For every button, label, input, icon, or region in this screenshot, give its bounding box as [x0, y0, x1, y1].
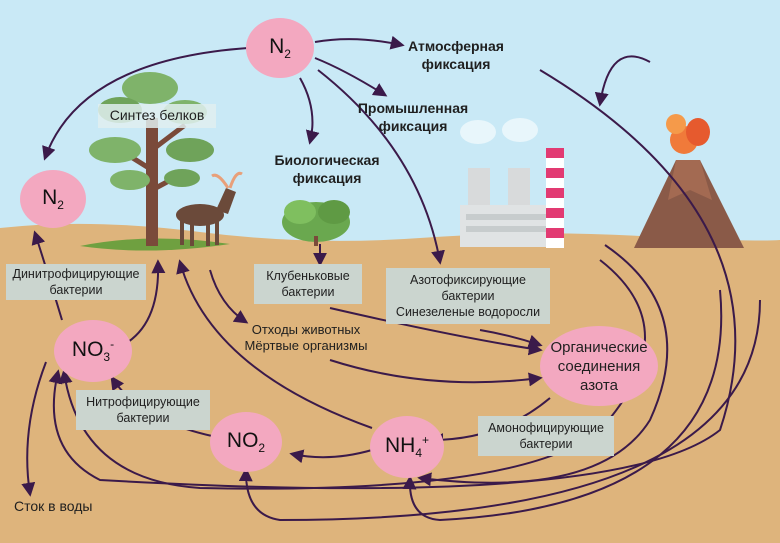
arrow-nh4-to-tree	[176, 259, 373, 429]
nitrogen-fixing-line2: бактерии	[441, 289, 495, 303]
nh4-node: NH4+	[370, 416, 444, 478]
nh4-sup: +	[422, 433, 430, 448]
deer-icon	[176, 171, 243, 246]
arrow-no3-to-tree	[127, 259, 166, 343]
atmospheric-fixation-label: Атмосферная фиксация	[404, 38, 508, 73]
no2-base: NO	[226, 428, 259, 452]
arrow-n2-to-industrial	[314, 57, 388, 97]
runoff-label: Сток в воды	[14, 498, 93, 514]
no3-sup: -	[110, 337, 115, 352]
nh4-base: NH	[384, 434, 416, 458]
arrow-nh4-to-no2	[289, 449, 373, 464]
atmospheric-line2: фиксация	[421, 55, 491, 72]
ammonifying-bacteria-box: Амонофицирующие бактерии	[478, 416, 614, 456]
n2-left-base: N	[42, 185, 58, 209]
arrow-atmos-to-no3	[48, 69, 737, 490]
nitrifying-bacteria-box: Нитрофицирующие бактерии	[76, 390, 210, 430]
industrial-fixation-label: Промышленная фиксация	[352, 100, 474, 135]
no3-base: NO	[71, 338, 104, 362]
nitrifying-line2: бактерии	[116, 411, 170, 425]
nitrogen-fixing-line1: Азотофиксирующие	[410, 273, 526, 287]
organic-line1: Органические	[550, 338, 648, 356]
industrial-line2: фиксация	[378, 117, 448, 134]
n2-atmosphere-node: N2	[246, 18, 314, 78]
organic-line2: соединения	[557, 357, 641, 375]
industrial-line1: Промышленная	[357, 100, 469, 116]
nodule-line2: бактерии	[281, 285, 335, 299]
ammonifying-line2: бактерии	[519, 437, 573, 451]
biological-line2: фиксация	[292, 169, 362, 186]
waste-line1: Отходы животных	[251, 322, 361, 337]
arrow-loop-to-nh4	[402, 289, 723, 522]
ammonifying-line1: Амонофицирующие	[488, 421, 604, 435]
denitrifying-bacteria-box: Динитрофицирующие бактерии	[6, 264, 146, 300]
no2-node: NO2	[210, 412, 282, 472]
denitrifying-line2: бактерии	[49, 283, 103, 297]
n2-released-node: N2	[20, 170, 86, 228]
nitrifying-line1: Нитрофицирующие	[86, 395, 200, 409]
arrow-tree-to-waste	[209, 269, 249, 324]
waste-line2: Мёртвые организмы	[244, 338, 368, 354]
nitrogen-fixing-bacteria-box: Азотофиксирующие бактерии Синезеленые во…	[386, 268, 550, 324]
animal-waste-label: Отходы животных Мёртвые организмы	[240, 322, 372, 355]
bush-icon	[282, 200, 350, 246]
arrow-volcano-loop	[594, 55, 651, 107]
arrow-loop-to-no2	[238, 299, 761, 522]
arrow-azoto-to-organic	[479, 329, 543, 349]
denitrifying-line1: Динитрофицирующие	[12, 267, 140, 281]
organic-line3: азота	[580, 376, 618, 394]
arrows	[21, 35, 761, 522]
arrow-nodule-to-organic	[329, 307, 543, 356]
atmospheric-line1: Атмосферная	[408, 38, 504, 54]
arrow-n2-to-atmospheric	[314, 35, 405, 50]
nodule-line1: Клубеньковые	[266, 269, 350, 283]
soil-ground	[0, 223, 780, 543]
arrow-no3-runoff	[21, 361, 47, 497]
protein-synthesis-label: Синтез белков	[98, 104, 216, 128]
organic-compounds-node: Органические соединения азота	[540, 326, 658, 406]
arrow-n2-to-biological	[299, 77, 320, 145]
n2-top-base: N	[269, 34, 285, 58]
volcano-icon	[634, 114, 744, 248]
no3-sub: 3	[103, 350, 111, 365]
no3-node: NO3-	[54, 320, 132, 382]
arrow-waste-to-organic	[329, 359, 543, 387]
nh4-sub: 4	[415, 446, 422, 461]
arrow-n2-to-n2left	[42, 47, 249, 161]
n2-left-sub: 2	[57, 198, 64, 213]
n2-top-sub: 2	[284, 47, 291, 62]
factory-icon	[460, 118, 564, 248]
arrow-n2-to-azoto	[317, 69, 445, 265]
biological-fixation-label: Биологическая фиксация	[268, 152, 386, 187]
biological-line1: Биологическая	[274, 152, 380, 168]
nodule-bacteria-box: Клубеньковые бактерии	[254, 264, 362, 304]
no2-sub: 2	[258, 441, 266, 456]
nitrogen-fixing-line3: Синезеленые водоросли	[395, 305, 541, 319]
